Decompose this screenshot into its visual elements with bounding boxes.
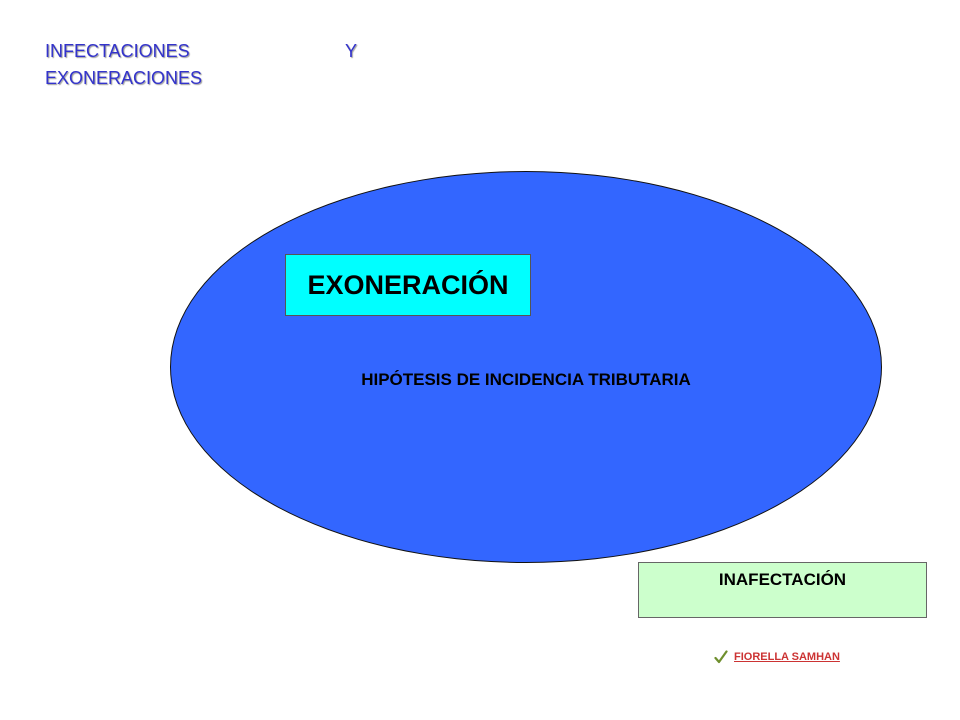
incidencia-tributaria-ellipse — [170, 171, 882, 563]
title-word-infectaciones: INFECTACIONES — [45, 41, 190, 61]
inafectacion-box: INAFECTACIÓN — [638, 562, 927, 618]
title-word-exoneraciones: EXONERACIONES — [45, 68, 203, 88]
incidencia-tributaria-label: HIPÓTESIS DE INCIDENCIA TRIBUTARIA — [361, 370, 691, 389]
inafectacion-label: INAFECTACIÓN — [718, 570, 847, 589]
title-line-1: INFECTACIONES Y — [45, 38, 357, 65]
exoneracion-label: EXONERACIÓN — [307, 269, 509, 300]
title-word-y: Y — [344, 41, 357, 61]
checkmark-icon — [714, 650, 728, 664]
exoneracion-box: EXONERACIÓN — [285, 254, 531, 316]
author-line: FIORELLA SAMHAN — [714, 649, 840, 665]
author-link[interactable]: FIORELLA SAMHAN — [734, 651, 840, 663]
slide-title: INFECTACIONES Y EXONERACIONES — [45, 38, 357, 92]
